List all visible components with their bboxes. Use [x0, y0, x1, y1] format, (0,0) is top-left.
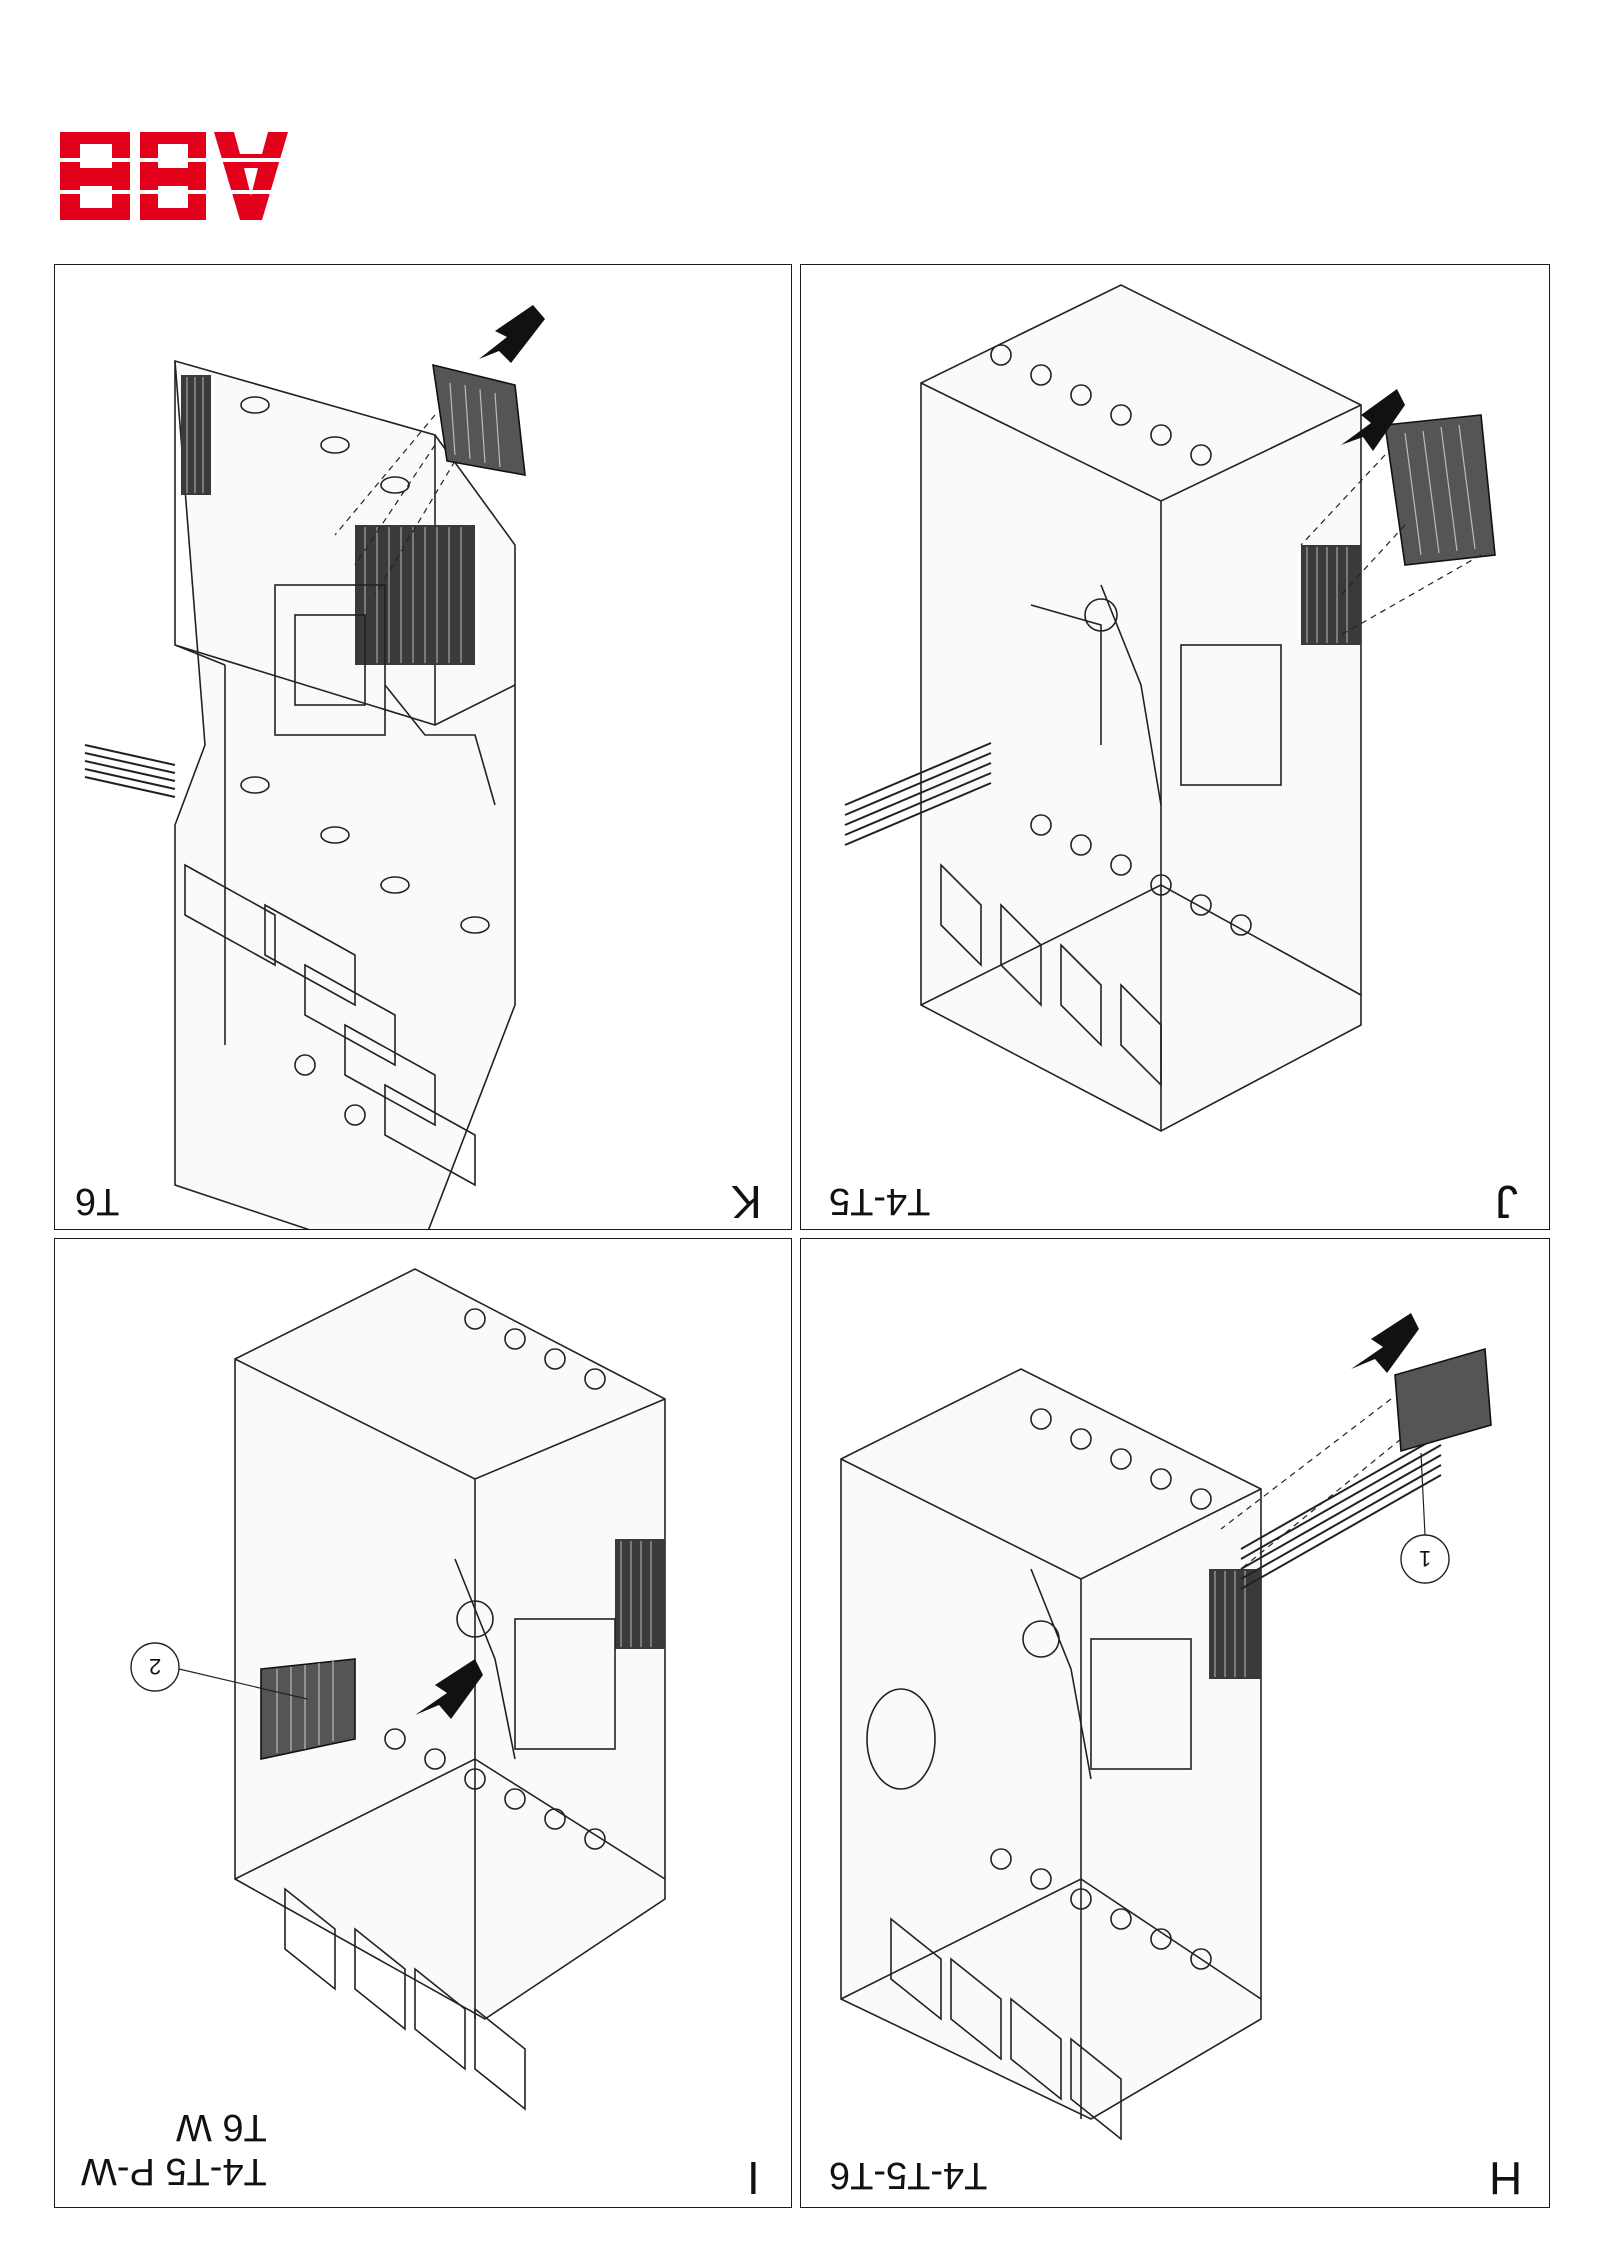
- panel-i: 2 2 I T4-T5 P-W T6 W: [54, 1238, 792, 2208]
- panel-j: J T4-T5: [800, 264, 1550, 1230]
- panel-model-k: T6: [75, 1179, 119, 1223]
- panel-model-i: T4-T5 P-W T6 W: [81, 2105, 267, 2193]
- breaker-drawing-t4-t5-pw: [130, 1268, 666, 2111]
- breaker-drawing-t4-t5: [844, 284, 1496, 1132]
- callout-label-2: 2: [149, 1654, 162, 1679]
- panel-letter-j: J: [1495, 1176, 1518, 1228]
- panel-letter-k: K: [731, 1176, 762, 1228]
- model-line: T4-T5: [829, 1180, 931, 1222]
- abb-logo: [56, 132, 292, 220]
- panel-k: K T6: [54, 264, 792, 1230]
- model-line-1: T4-T5 P-W: [81, 2150, 267, 2192]
- panel-letter-i: I: [747, 2152, 760, 2204]
- panel-letter-h: H: [1489, 2152, 1523, 2204]
- panel-model-h: T4-T5-T6: [829, 2153, 987, 2197]
- panel-h: 1 H T4-T5-T6: [800, 1238, 1550, 2208]
- breaker-drawing-t6: [84, 305, 545, 1229]
- model-line: T4-T5-T6: [829, 2154, 988, 2196]
- model-line-2: T6 W: [176, 2106, 267, 2148]
- breaker-drawing-t4-t5-t6: [840, 1313, 1492, 2141]
- model-line: T6: [75, 1180, 120, 1222]
- callout-label-1: 1: [1419, 1546, 1432, 1571]
- panel-model-j: T4-T5: [829, 1179, 930, 1223]
